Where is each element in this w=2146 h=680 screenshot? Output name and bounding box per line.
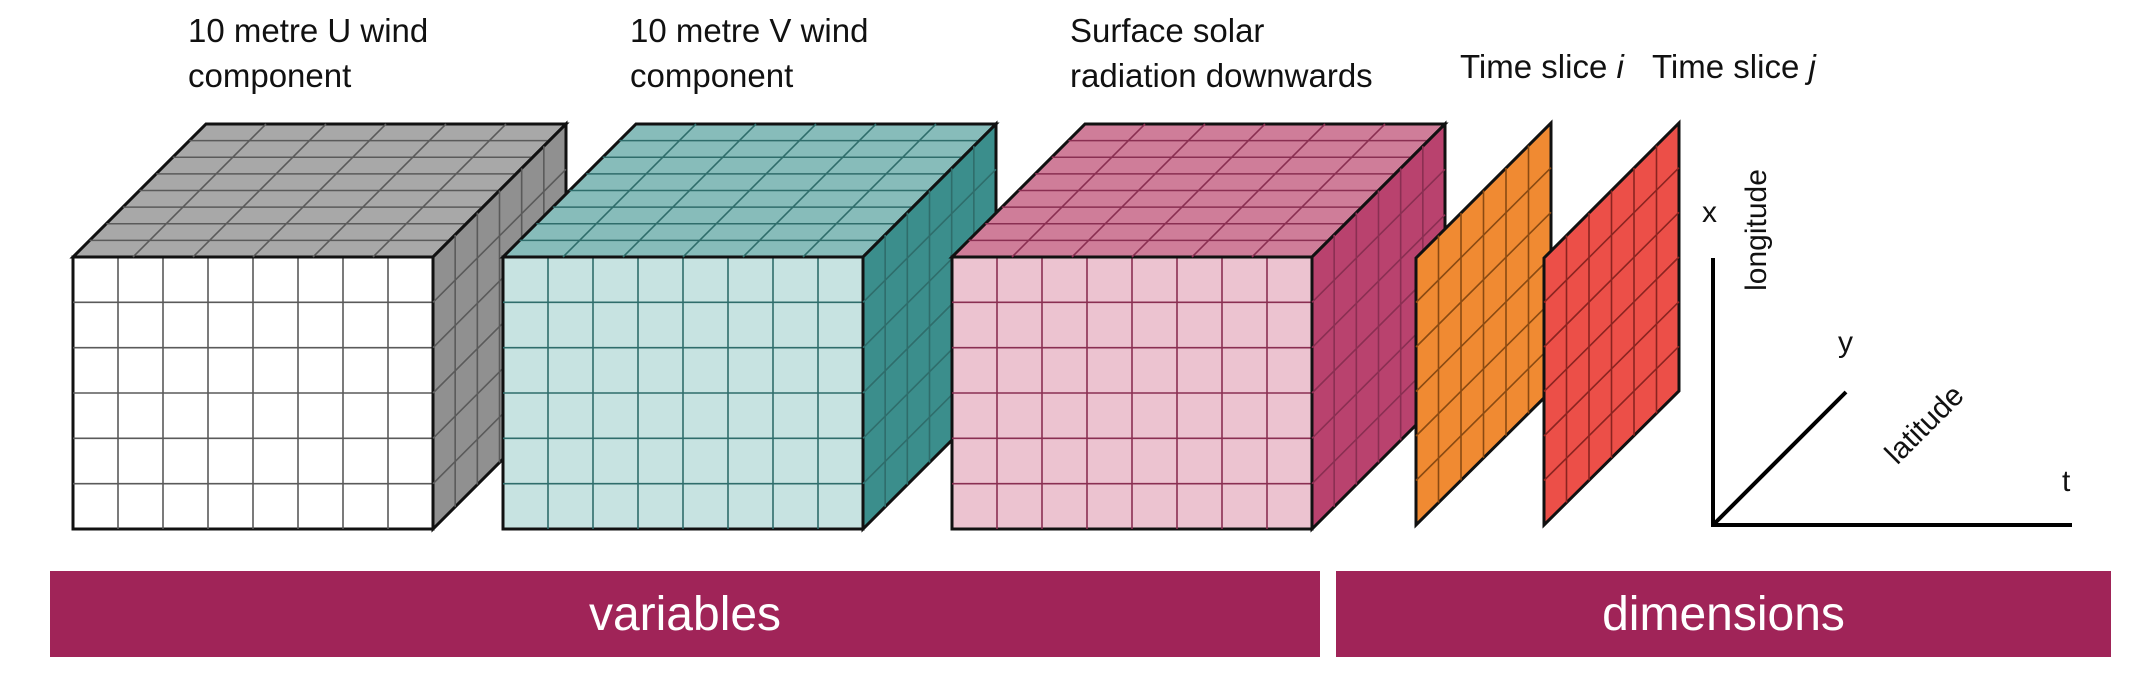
grid-line: [1415, 167, 1552, 304]
grid-line: [1011, 123, 1146, 258]
grid-line: [562, 123, 697, 258]
grid-line: [1543, 256, 1680, 393]
grid-line: [802, 123, 937, 258]
grid-line: [132, 123, 267, 258]
grid-line: [1543, 345, 1680, 482]
y-axis-label: y: [1838, 326, 1853, 359]
grid-line: [1415, 256, 1552, 393]
grid-line: [192, 123, 327, 258]
axes: [1711, 258, 2072, 527]
grid-line: [1131, 123, 1266, 258]
grid-line: [1191, 123, 1326, 258]
grid-line: [432, 168, 567, 303]
time-slice-i-label: Time slice i: [1460, 48, 1624, 85]
grid-line: [742, 123, 877, 258]
t-axis-label: t: [2062, 465, 2071, 498]
grid-line: [862, 168, 997, 303]
u-wind-cube: [69, 120, 570, 533]
time-slice-j-label: Time slice j: [1652, 48, 1816, 85]
grid-line: [1543, 167, 1680, 304]
grid-line: [1415, 301, 1552, 437]
grid-line: [1415, 345, 1552, 482]
v-wind-cube: [499, 120, 1000, 533]
grid-line: [1415, 211, 1552, 348]
grid-line: [1251, 123, 1386, 258]
grid-line: [312, 123, 447, 258]
solar-radiation-cube: [948, 120, 1449, 533]
variables-band: variables: [50, 571, 1320, 657]
time-slice-j-plane: [1542, 119, 1681, 529]
grid-line: [1071, 123, 1206, 258]
grid-line: [1543, 211, 1680, 348]
grid-line: [622, 123, 757, 258]
grid-line: [1543, 301, 1680, 437]
x-axis-label: x: [1702, 196, 1717, 229]
time-slice-i-plane: [1414, 119, 1553, 529]
grid-line: [1311, 168, 1446, 303]
longitude-label: longitude: [1740, 169, 1773, 291]
grid-line: [1311, 214, 1446, 349]
grid-line: [682, 123, 817, 258]
latitude-axis-line: [1711, 390, 1848, 527]
grid-line: [372, 123, 507, 258]
dimensions-band: dimensions: [1336, 571, 2111, 657]
grid-line: [252, 123, 387, 258]
